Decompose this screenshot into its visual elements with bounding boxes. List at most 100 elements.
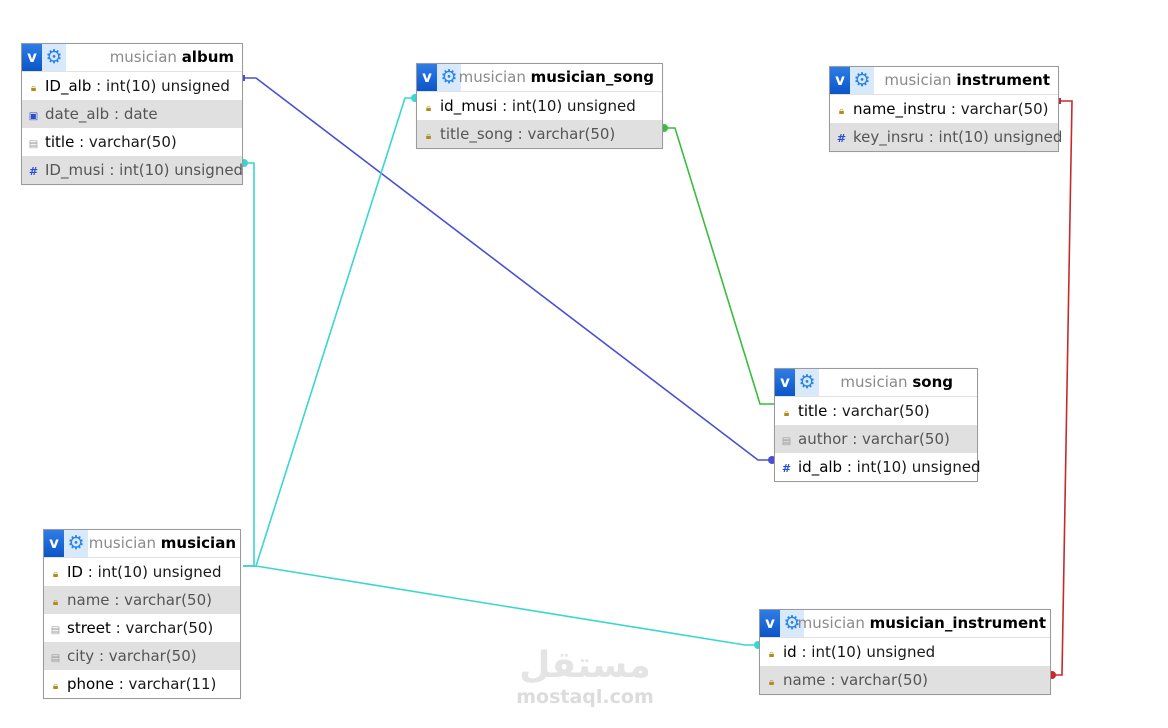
relation-line[interactable] bbox=[243, 97, 416, 567]
table-musician-song[interactable]: v ⚙ musician musician_song 🔒︎id_musi : i… bbox=[416, 63, 663, 149]
toggle-columns-button[interactable]: v bbox=[830, 67, 850, 94]
table-instrument[interactable]: v ⚙ musician instrument 🔒︎name_instru : … bbox=[829, 66, 1062, 152]
table-header[interactable]: v ⚙ musician musician_song bbox=[417, 64, 662, 92]
field-name: name bbox=[783, 671, 826, 689]
table-row[interactable]: #key_insru : int(10) unsigned bbox=[830, 123, 1062, 151]
table-row[interactable]: 🔒︎name : varchar(50) bbox=[760, 666, 1050, 694]
table-row[interactable]: 🔒︎ phone : varchar(11) bbox=[44, 670, 240, 698]
key-icon: 🔒︎ bbox=[783, 408, 790, 419]
key-icon: 🔒︎ bbox=[768, 649, 775, 660]
relation-line[interactable] bbox=[243, 565, 758, 646]
table-row[interactable]: 🔒︎title_song : varchar(50) bbox=[417, 120, 662, 148]
relation-musician-musician-instrument[interactable] bbox=[243, 565, 762, 649]
index-icon: # bbox=[836, 132, 847, 145]
field-name: date_alb bbox=[45, 105, 110, 123]
index-icon: # bbox=[28, 165, 39, 178]
relation-musician-album[interactable] bbox=[240, 159, 255, 567]
toggle-columns-button[interactable]: v bbox=[760, 610, 780, 637]
table-title: musician instrument bbox=[884, 67, 1050, 94]
field-type: : varchar(50) bbox=[114, 591, 212, 609]
table-name: musician bbox=[160, 534, 236, 552]
field-type: : varchar(50) bbox=[852, 430, 950, 448]
toggle-columns-button[interactable]: v bbox=[44, 530, 64, 557]
table-row[interactable]: # id_alb : int(10) unsigned bbox=[775, 453, 981, 481]
watermark: مستقل mostaql.com bbox=[512, 646, 658, 709]
table-song[interactable]: v ⚙ musician song 🔒︎title : varchar(50) … bbox=[774, 368, 981, 482]
column-icon: ▤ bbox=[28, 139, 39, 150]
relation-line[interactable] bbox=[243, 77, 772, 461]
table-row[interactable]: # ID_musi : int(10) unsigned bbox=[22, 156, 244, 184]
field-name: ID_musi bbox=[45, 161, 105, 179]
gear-icon[interactable]: ⚙ bbox=[64, 530, 88, 557]
column-icon: ▤ bbox=[781, 436, 792, 447]
relation-song-musician-song[interactable] bbox=[660, 124, 774, 405]
table-row[interactable]: ▤street : varchar(50) bbox=[44, 614, 240, 642]
toggle-columns-button[interactable]: v bbox=[22, 44, 42, 71]
field-type: : int(10) unsigned bbox=[96, 77, 230, 95]
field-name: phone bbox=[67, 675, 114, 693]
table-name: musician_instrument bbox=[869, 614, 1046, 632]
gear-icon[interactable]: ⚙ bbox=[437, 64, 461, 91]
table-title: musician album bbox=[110, 44, 234, 71]
index-icon: # bbox=[781, 462, 792, 475]
table-header[interactable]: v ⚙ musician instrument bbox=[830, 67, 1058, 95]
gear-icon[interactable]: ⚙ bbox=[850, 67, 874, 94]
key-icon: 🔒︎ bbox=[768, 677, 775, 688]
table-row[interactable]: 🔒︎ id : int(10) unsigned bbox=[760, 638, 1050, 666]
date-icon: ▣ bbox=[28, 111, 39, 122]
table-row[interactable]: ▣ date_alb : date bbox=[22, 100, 242, 128]
toggle-columns-button[interactable]: v bbox=[417, 64, 437, 91]
gear-icon[interactable]: ⚙ bbox=[780, 610, 804, 637]
field-type: : int(10) unsigned bbox=[846, 458, 981, 476]
field-name: id_musi bbox=[440, 97, 498, 115]
field-type: : varchar(50) bbox=[98, 647, 197, 665]
relation-musician-musician-song[interactable] bbox=[243, 94, 419, 567]
gear-icon[interactable]: ⚙ bbox=[42, 44, 66, 71]
table-row[interactable]: 🔒︎ID_alb : int(10) unsigned bbox=[22, 72, 242, 100]
table-name: musician_song bbox=[530, 68, 654, 86]
toggle-columns-button[interactable]: v bbox=[775, 369, 795, 396]
table-row[interactable]: 🔒︎id_musi : int(10) unsigned bbox=[417, 92, 662, 120]
table-row[interactable]: ▤author : varchar(50) bbox=[775, 425, 977, 453]
field-name: id bbox=[783, 643, 797, 661]
field-name: street bbox=[67, 619, 111, 637]
key-icon: 🔒︎ bbox=[52, 597, 59, 608]
field-type: : varchar(11) bbox=[118, 675, 217, 693]
table-header[interactable]: v ⚙ musician musician_instrument bbox=[760, 610, 1050, 638]
table-name: album bbox=[181, 48, 234, 66]
table-name: song bbox=[912, 373, 953, 391]
table-title: musician musician bbox=[89, 530, 236, 557]
table-row[interactable]: 🔒︎name : varchar(50) bbox=[44, 586, 240, 614]
table-row[interactable]: 🔒︎ ID : int(10) unsigned bbox=[44, 558, 240, 586]
field-name: ID bbox=[67, 563, 83, 581]
field-type: : int(10) unsigned bbox=[801, 643, 936, 661]
table-musician-instrument[interactable]: v ⚙ musician musician_instrument 🔒︎ id : … bbox=[759, 609, 1051, 695]
table-title: musician musician_instrument bbox=[798, 610, 1046, 637]
table-header[interactable]: v ⚙ musician album bbox=[22, 44, 242, 72]
table-row[interactable]: ▤title : varchar(50) bbox=[22, 128, 242, 156]
relation-line[interactable] bbox=[1051, 100, 1073, 676]
relation-line[interactable] bbox=[662, 127, 774, 405]
relation-line[interactable] bbox=[243, 162, 255, 567]
field-type: : int(10) unsigned bbox=[109, 161, 244, 179]
table-row[interactable]: 🔒︎title : varchar(50) bbox=[775, 397, 977, 425]
relation-instrument-musician-instrument[interactable] bbox=[1048, 98, 1073, 679]
table-musician[interactable]: v ⚙ musician musician 🔒︎ ID : int(10) uns… bbox=[43, 529, 241, 699]
database-name: musician bbox=[458, 68, 526, 86]
field-type: : varchar(50) bbox=[832, 402, 930, 420]
table-header[interactable]: v ⚙ musician song bbox=[775, 369, 977, 397]
field-type: : int(10) unsigned bbox=[928, 128, 1063, 146]
gear-icon[interactable]: ⚙ bbox=[795, 369, 819, 396]
table-row[interactable]: 🔒︎name_instru : varchar(50) bbox=[830, 95, 1058, 123]
field-name: id_alb bbox=[798, 458, 843, 476]
key-icon: 🔒︎ bbox=[52, 569, 59, 580]
table-title: musician song bbox=[840, 369, 953, 396]
field-name: city bbox=[67, 647, 95, 665]
key-icon: 🔒︎ bbox=[52, 681, 59, 692]
table-header[interactable]: v ⚙ musician musician bbox=[44, 530, 240, 558]
table-album[interactable]: v ⚙ musician album 🔒︎ID_alb : int(10) un… bbox=[21, 43, 243, 185]
field-type: : int(10) unsigned bbox=[87, 563, 222, 581]
field-name: name_instru bbox=[853, 100, 947, 118]
field-type: : date bbox=[114, 105, 158, 123]
table-row[interactable]: ▤city : varchar(50) bbox=[44, 642, 240, 670]
